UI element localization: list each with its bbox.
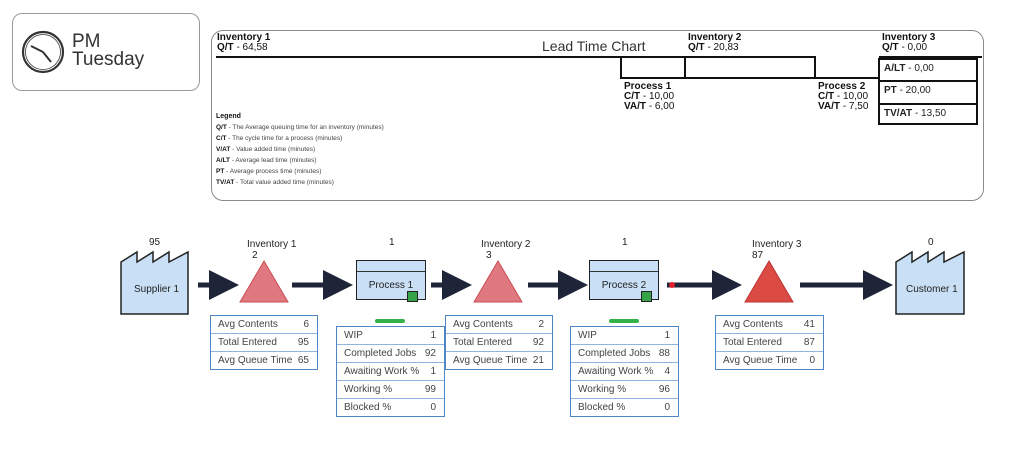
- inventory3-triangle-icon[interactable]: [744, 260, 794, 303]
- process2-count: 1: [622, 237, 628, 248]
- supplier-factory-icon[interactable]: [120, 250, 189, 315]
- legend-item: TV/AT - Total value added time (minutes): [216, 179, 334, 186]
- stats-row: Blocked %0: [344, 402, 436, 413]
- stats-row: Blocked %0: [578, 402, 670, 413]
- lead-time-chart: Lead Time Chart Inventory 1 Q/T - 64,58 …: [211, 30, 984, 201]
- supplier-name: Supplier 1: [134, 284, 180, 295]
- stats-row: Working %96: [571, 381, 678, 399]
- process1-label: Process 1: [624, 81, 672, 92]
- process1-status-icon: [407, 291, 418, 302]
- process2-vat: VA/T - 7,50: [818, 101, 869, 112]
- legend-item: V/AT - Value added time (minutes): [216, 146, 316, 153]
- process1-count: 1: [389, 237, 395, 248]
- inventory3-qt: Q/T - 0,00: [882, 42, 928, 53]
- customer-count: 0: [928, 237, 934, 248]
- red-dot-icon: [669, 282, 675, 288]
- inventory1-name: Inventory 1: [247, 239, 297, 250]
- supplier-count: 95: [149, 237, 161, 248]
- inventory3-count: 87: [752, 250, 764, 261]
- stats-row: Working %99: [337, 381, 444, 399]
- process1-ct: C/T - 10,00: [624, 91, 675, 102]
- inventory2-label: Inventory 2: [688, 32, 742, 43]
- process1-vat: VA/T - 6,00: [624, 101, 675, 112]
- process2-name: Process 2: [601, 280, 647, 291]
- process1-name: Process 1: [368, 280, 414, 291]
- summary-tvat: TV/AT - 13,50: [878, 103, 978, 125]
- clock-period: PM: [72, 31, 101, 52]
- legend-item: C/T - The cycle time for a process (minu…: [216, 135, 343, 142]
- inventory1-label: Inventory 1: [217, 32, 271, 43]
- clock-icon: [21, 30, 65, 74]
- inventory3-label: Inventory 3: [882, 32, 936, 43]
- stats-row: Awaiting Work %4: [571, 363, 678, 381]
- arrow: [667, 270, 742, 300]
- inventory2-name: Inventory 2: [481, 239, 531, 250]
- inventory1-count: 2: [252, 250, 258, 261]
- legend-item: Q/T - The Average queuing time for an in…: [216, 124, 384, 131]
- inventory2-count: 3: [486, 250, 492, 261]
- inventory3-name: Inventory 3: [752, 239, 802, 250]
- customer-factory-icon[interactable]: [895, 250, 965, 315]
- stats-row: Awaiting Work %1: [337, 363, 444, 381]
- process2-ct: C/T - 10,00: [818, 91, 869, 102]
- clock-card: PM Tuesday: [12, 13, 200, 91]
- inventory1-triangle-icon[interactable]: [239, 260, 289, 303]
- inventory1-qt: Q/T - 64,58: [217, 42, 268, 53]
- legend-item: A/LT - Average lead time (minutes): [216, 157, 317, 164]
- process1-progress-bar: [375, 319, 405, 323]
- clock-text: PM Tuesday: [72, 31, 145, 70]
- clock-day: Tuesday: [72, 49, 145, 70]
- summary-pt: PT - 20,00: [878, 80, 978, 103]
- process2-label: Process 2: [818, 81, 866, 92]
- legend-item: PT - Average process time (minutes): [216, 168, 322, 175]
- process2-status-icon: [641, 291, 652, 302]
- legend-title: Legend: [216, 113, 241, 120]
- chart-title: Lead Time Chart: [542, 38, 646, 54]
- inventory2-qt: Q/T - 20,83: [688, 42, 739, 53]
- summary-alt: A/LT - 0,00: [878, 58, 978, 80]
- legend: Legend Q/T - The Average queuing time fo…: [216, 111, 384, 188]
- inventory2-triangle-icon[interactable]: [473, 260, 523, 303]
- customer-name: Customer 1: [906, 284, 958, 295]
- process2-progress-bar: [609, 319, 639, 323]
